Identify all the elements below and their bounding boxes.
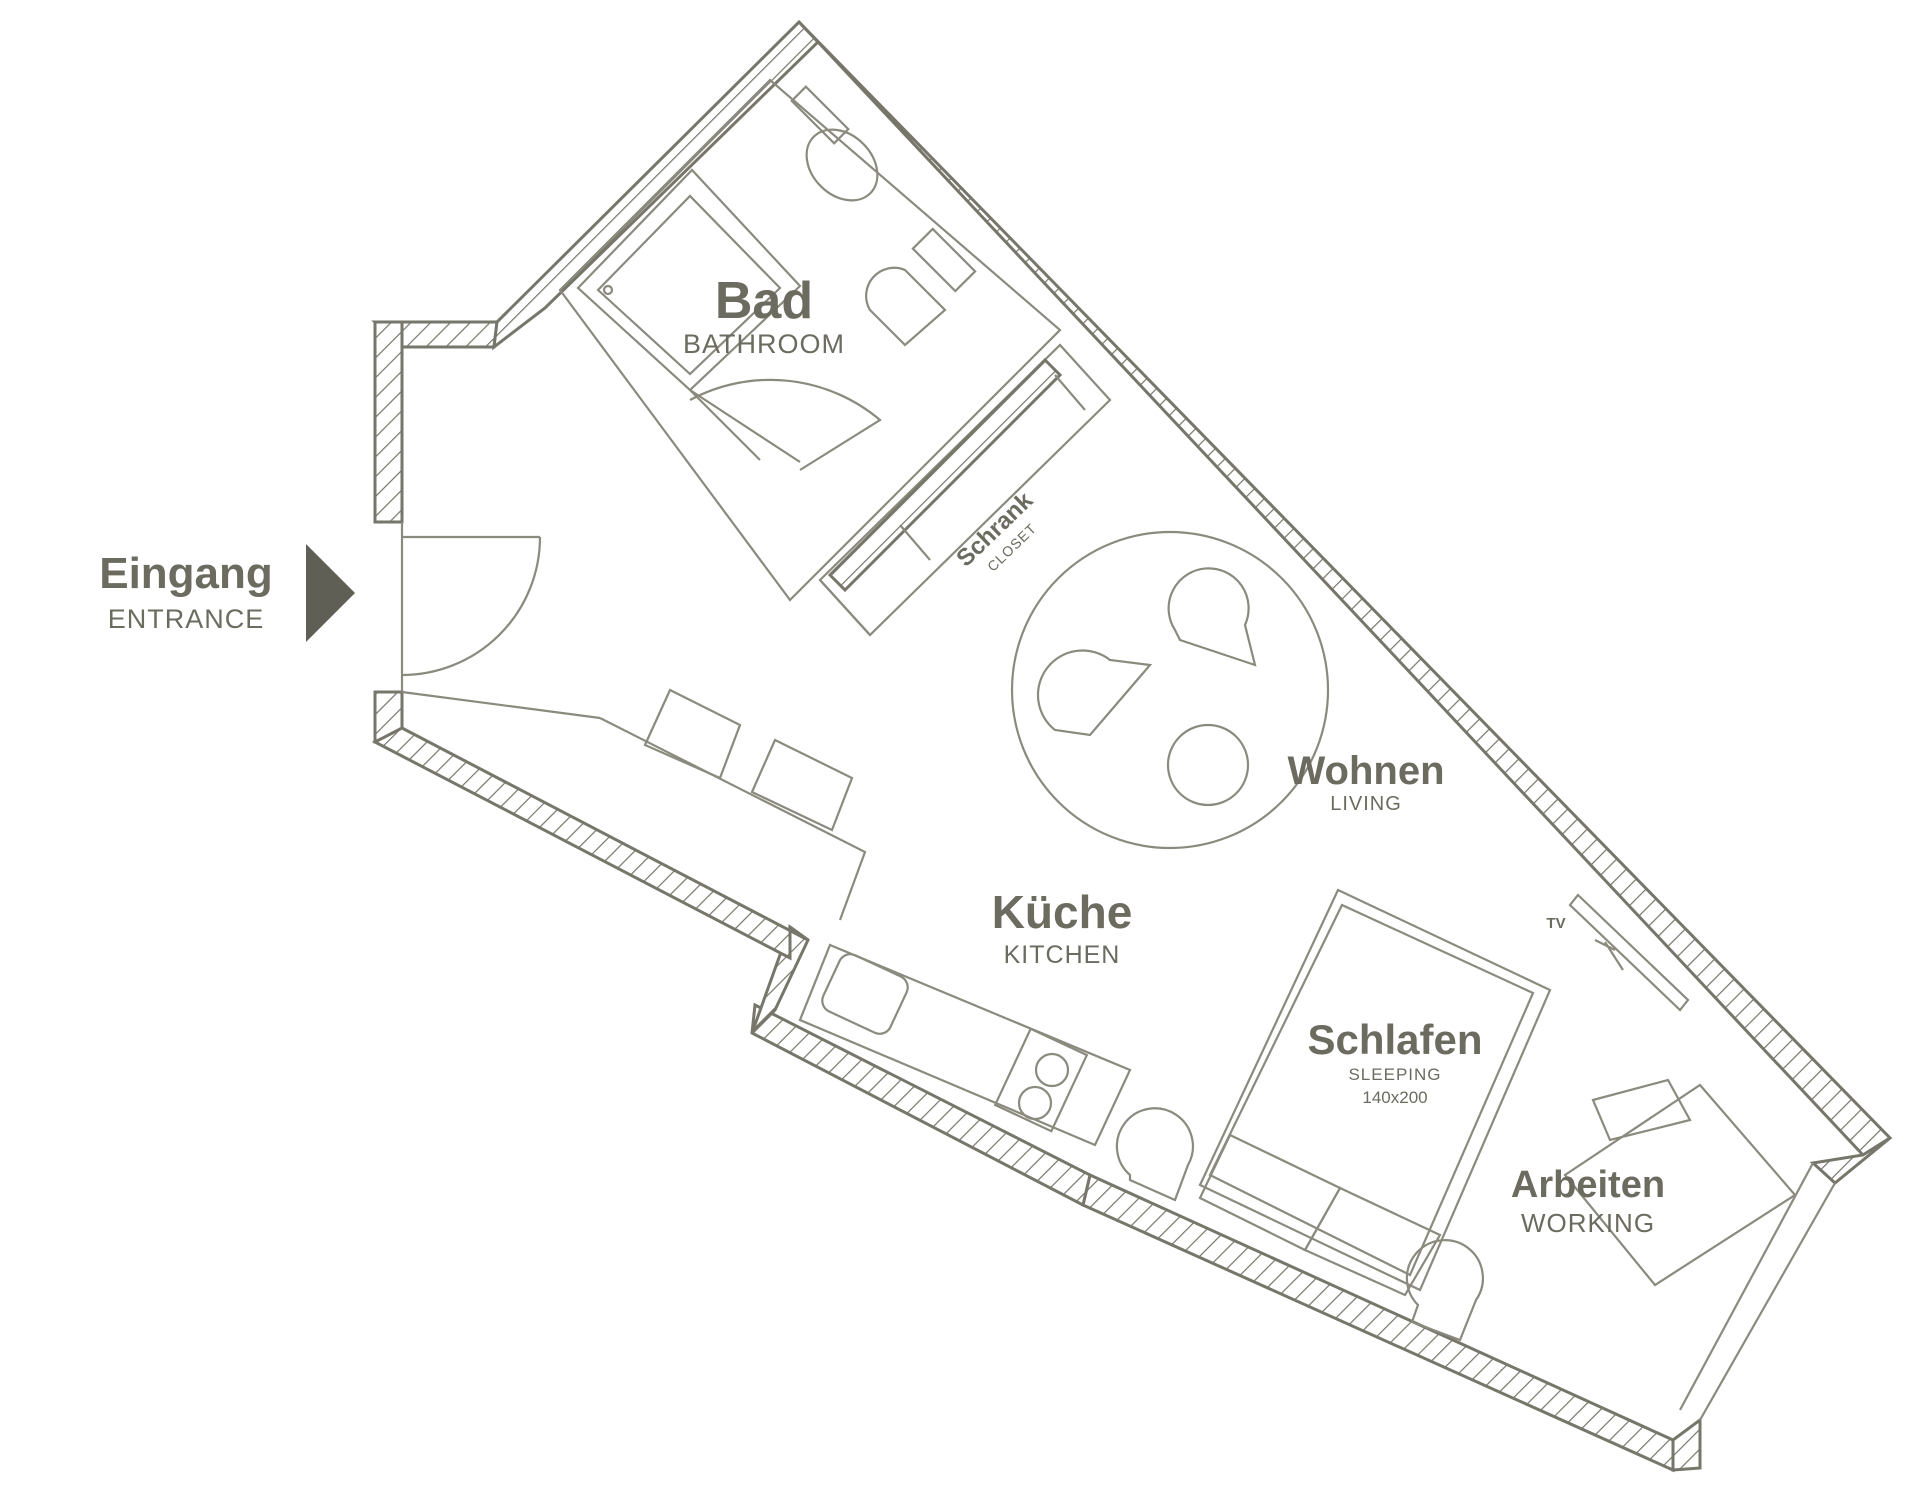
walls [371, 19, 1893, 1473]
living-furniture [1010, 530, 1330, 850]
working-title: Arbeiten [1511, 1164, 1665, 1206]
sleeping-subtitle: SLEEPING [1348, 1065, 1441, 1084]
play-arrow-icon [306, 544, 355, 642]
bathroom-subtitle: BATHROOM [683, 329, 845, 359]
desk [1563, 893, 1797, 1287]
entrance-title: Eingang [99, 549, 273, 598]
bed [1115, 888, 1552, 1342]
closet [818, 343, 1112, 637]
window-right [1679, 1162, 1836, 1421]
bathroom [558, 78, 1062, 602]
kitchen-subtitle: KITCHEN [1004, 941, 1121, 969]
living-title: Wohnen [1287, 749, 1444, 793]
wall-bath-left [492, 19, 821, 351]
wall-kitchen-base [750, 1002, 1092, 1208]
wall-left-upper [373, 320, 404, 524]
wall-right-diagonal [797, 20, 1893, 1157]
sleeping-title: Schlafen [1307, 1016, 1482, 1063]
living-subtitle: LIVING [1330, 793, 1402, 815]
tv-label: TV [1546, 915, 1565, 932]
kitchen-title: Küche [992, 886, 1133, 938]
wall-lower-left [371, 726, 809, 961]
working-subtitle: WORKING [1521, 1208, 1655, 1238]
wall-corner-right [1671, 1417, 1702, 1472]
entrance-door [400, 522, 601, 720]
entrance-subtitle: ENTRANCE [108, 604, 265, 634]
bed-size: 140x200 [1362, 1088, 1427, 1107]
bar-counter [599, 688, 867, 921]
kitchen-counter [798, 943, 1132, 1147]
bathroom-title: Bad [715, 272, 813, 330]
